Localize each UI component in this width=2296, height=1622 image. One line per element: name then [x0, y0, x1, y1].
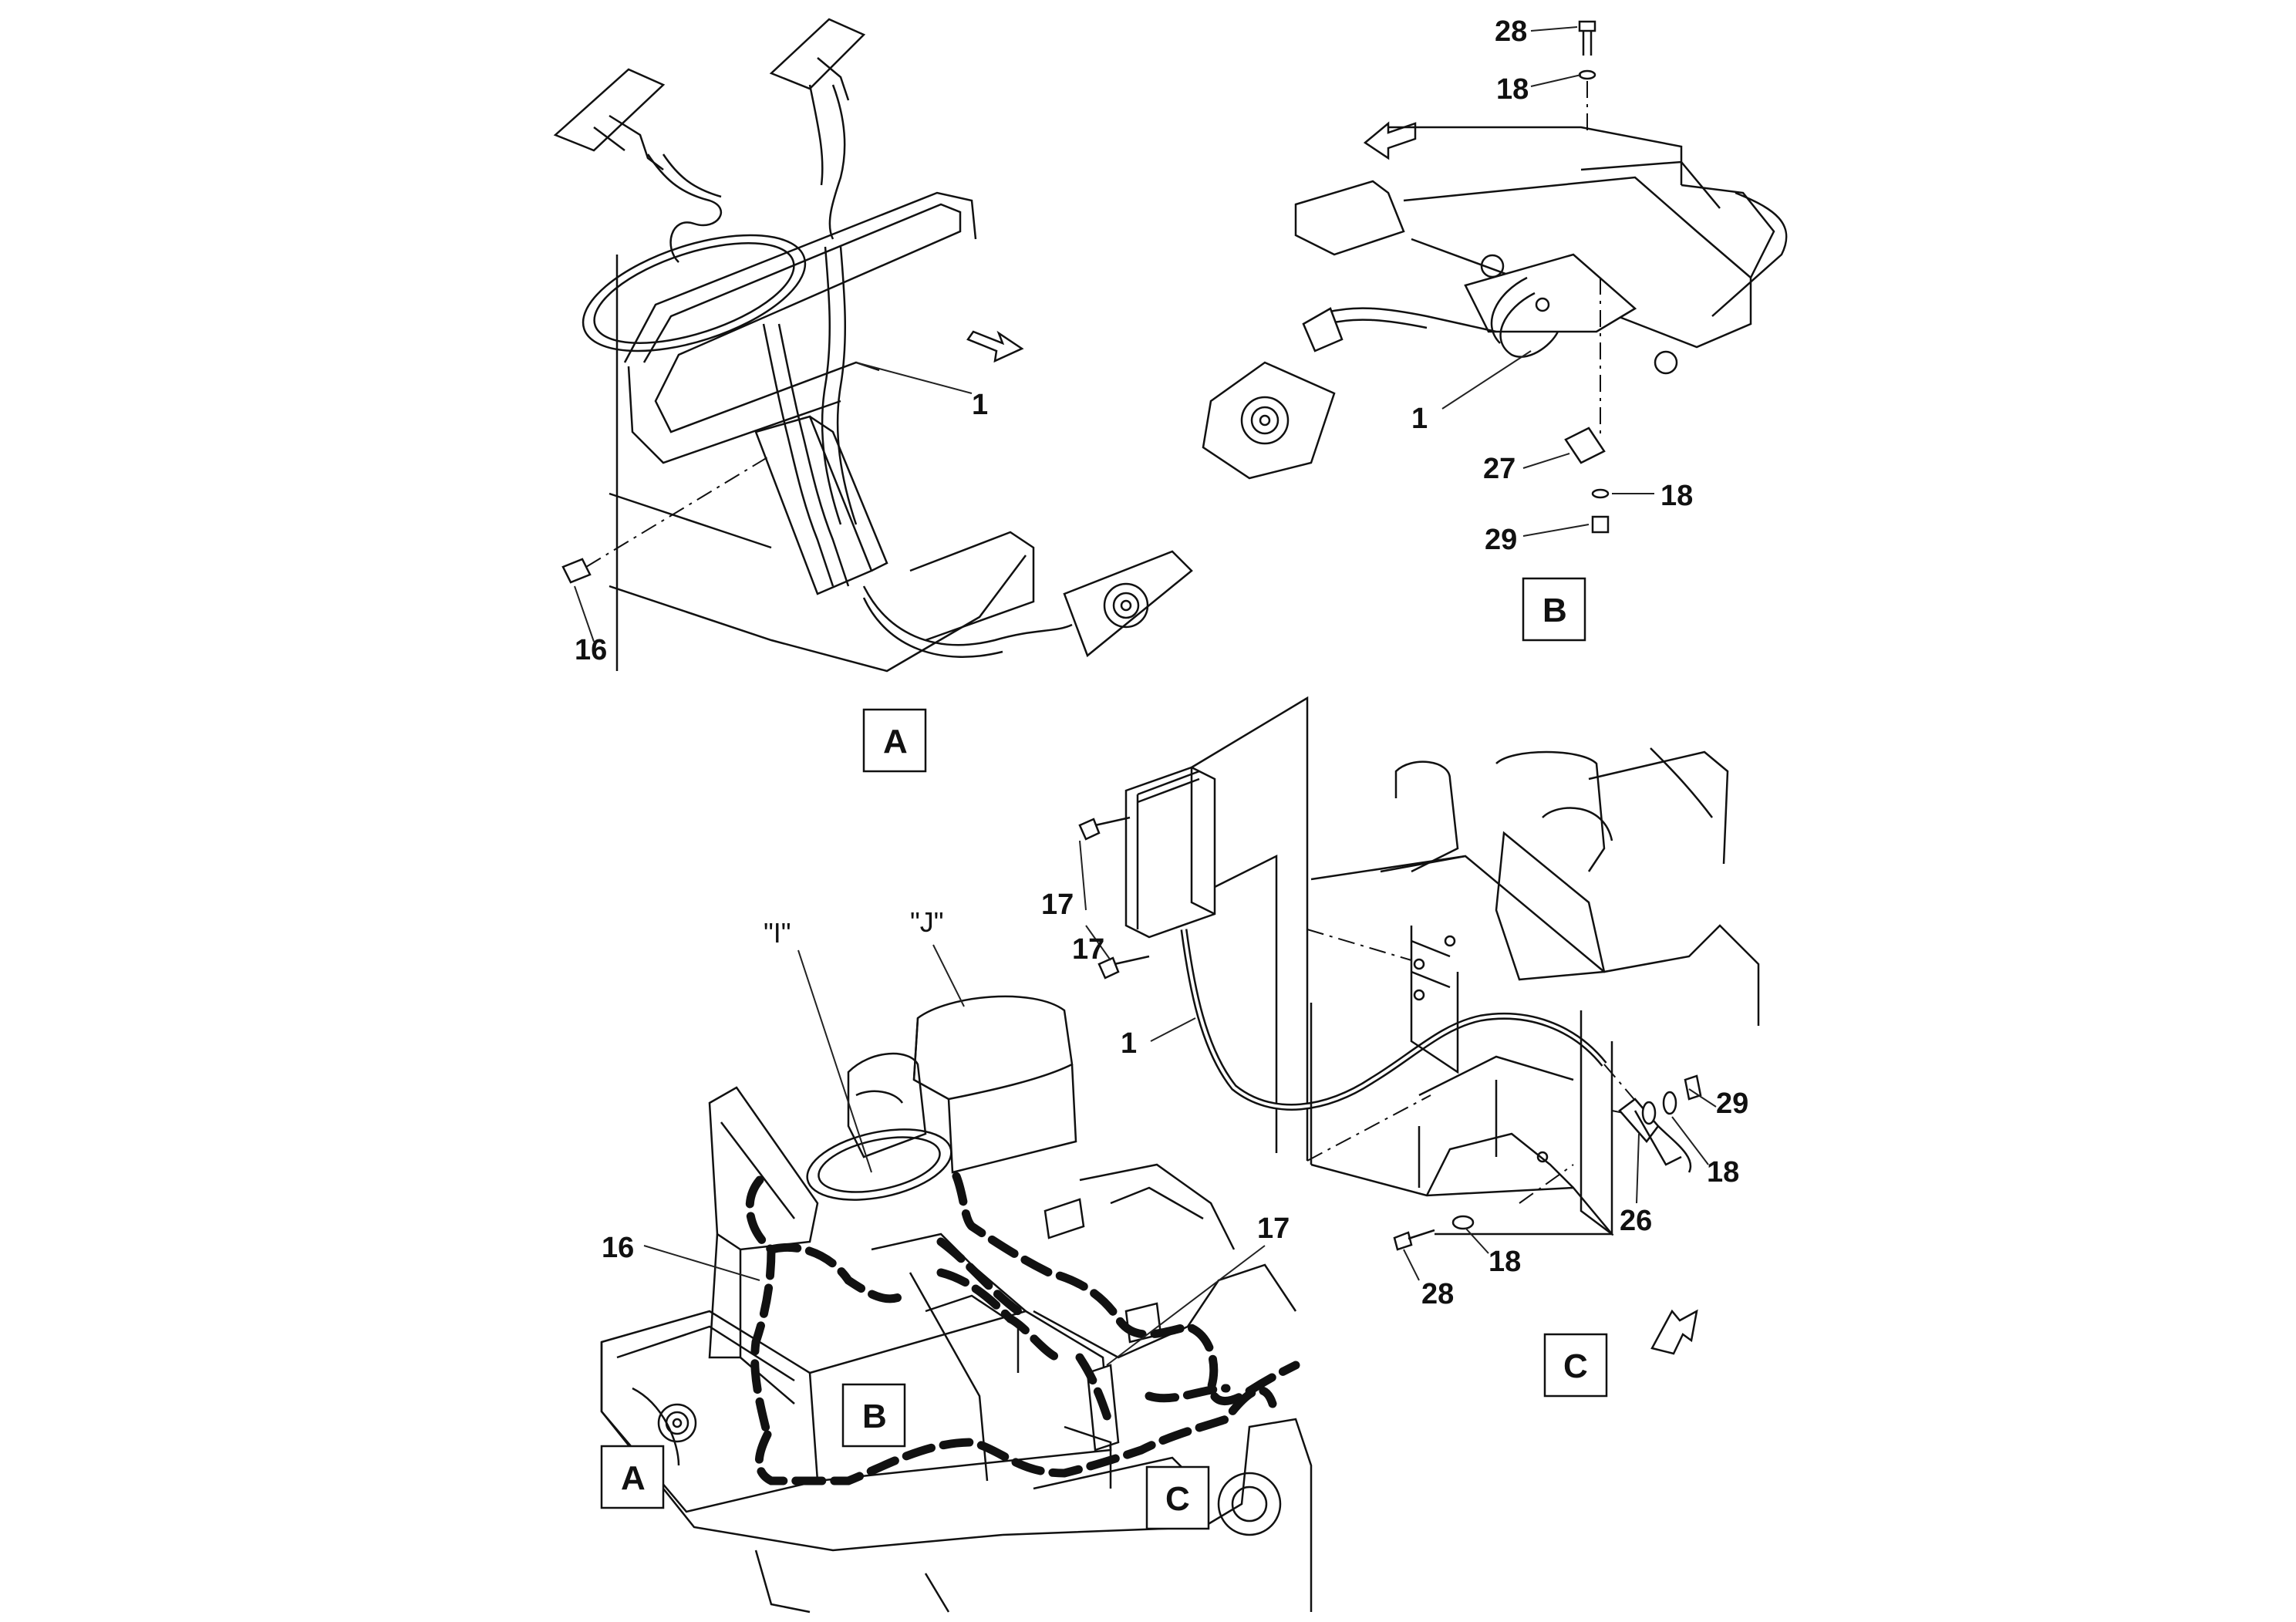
callout-c-18-right: 18 — [1707, 1156, 1739, 1189]
main-b-label-box — [841, 1383, 906, 1448]
callout-main-j: "J" — [910, 906, 944, 938]
callout-c-28: 28 — [1421, 1278, 1454, 1310]
callout-c-18-bottom: 18 — [1489, 1246, 1521, 1278]
view-a-drawing — [553, 18, 1193, 673]
main-a-label-box — [600, 1445, 665, 1509]
callout-main-16: 16 — [602, 1232, 634, 1264]
view-b-label: B — [1542, 592, 1567, 629]
callout-c-17-bottom: 17 — [1072, 933, 1104, 966]
callout-main-i: "I" — [764, 917, 791, 949]
callout-a-1: 1 — [972, 389, 988, 421]
view-c-drawing — [1078, 696, 1760, 1355]
callout-b-18-lower: 18 — [1660, 480, 1693, 512]
callout-c-29: 29 — [1716, 1088, 1748, 1120]
view-b-drawing — [1202, 20, 1788, 537]
callout-b-28: 28 — [1495, 15, 1527, 48]
callout-c-26: 26 — [1620, 1205, 1652, 1237]
callout-b-27: 27 — [1483, 453, 1515, 485]
view-b-label-box — [1522, 577, 1586, 642]
callout-main-17: 17 — [1257, 1212, 1290, 1245]
view-a-label: A — [883, 723, 908, 760]
callout-a-16: 16 — [575, 634, 607, 666]
main-a-label: A — [621, 1459, 646, 1497]
view-c-label-box — [1543, 1333, 1608, 1398]
view-c-label: C — [1563, 1347, 1588, 1385]
callout-c-1: 1 — [1121, 1027, 1137, 1060]
callout-b-18-top: 18 — [1496, 73, 1529, 106]
view-a-label-box — [862, 708, 927, 773]
main-tractor-drawing — [600, 944, 1313, 1614]
main-c-label-box — [1145, 1465, 1210, 1530]
callout-c-17-top: 17 — [1041, 889, 1074, 921]
main-b-label: B — [862, 1398, 887, 1435]
callout-b-29: 29 — [1485, 524, 1517, 556]
callout-b-1: 1 — [1411, 403, 1428, 435]
main-c-label: C — [1165, 1480, 1190, 1518]
